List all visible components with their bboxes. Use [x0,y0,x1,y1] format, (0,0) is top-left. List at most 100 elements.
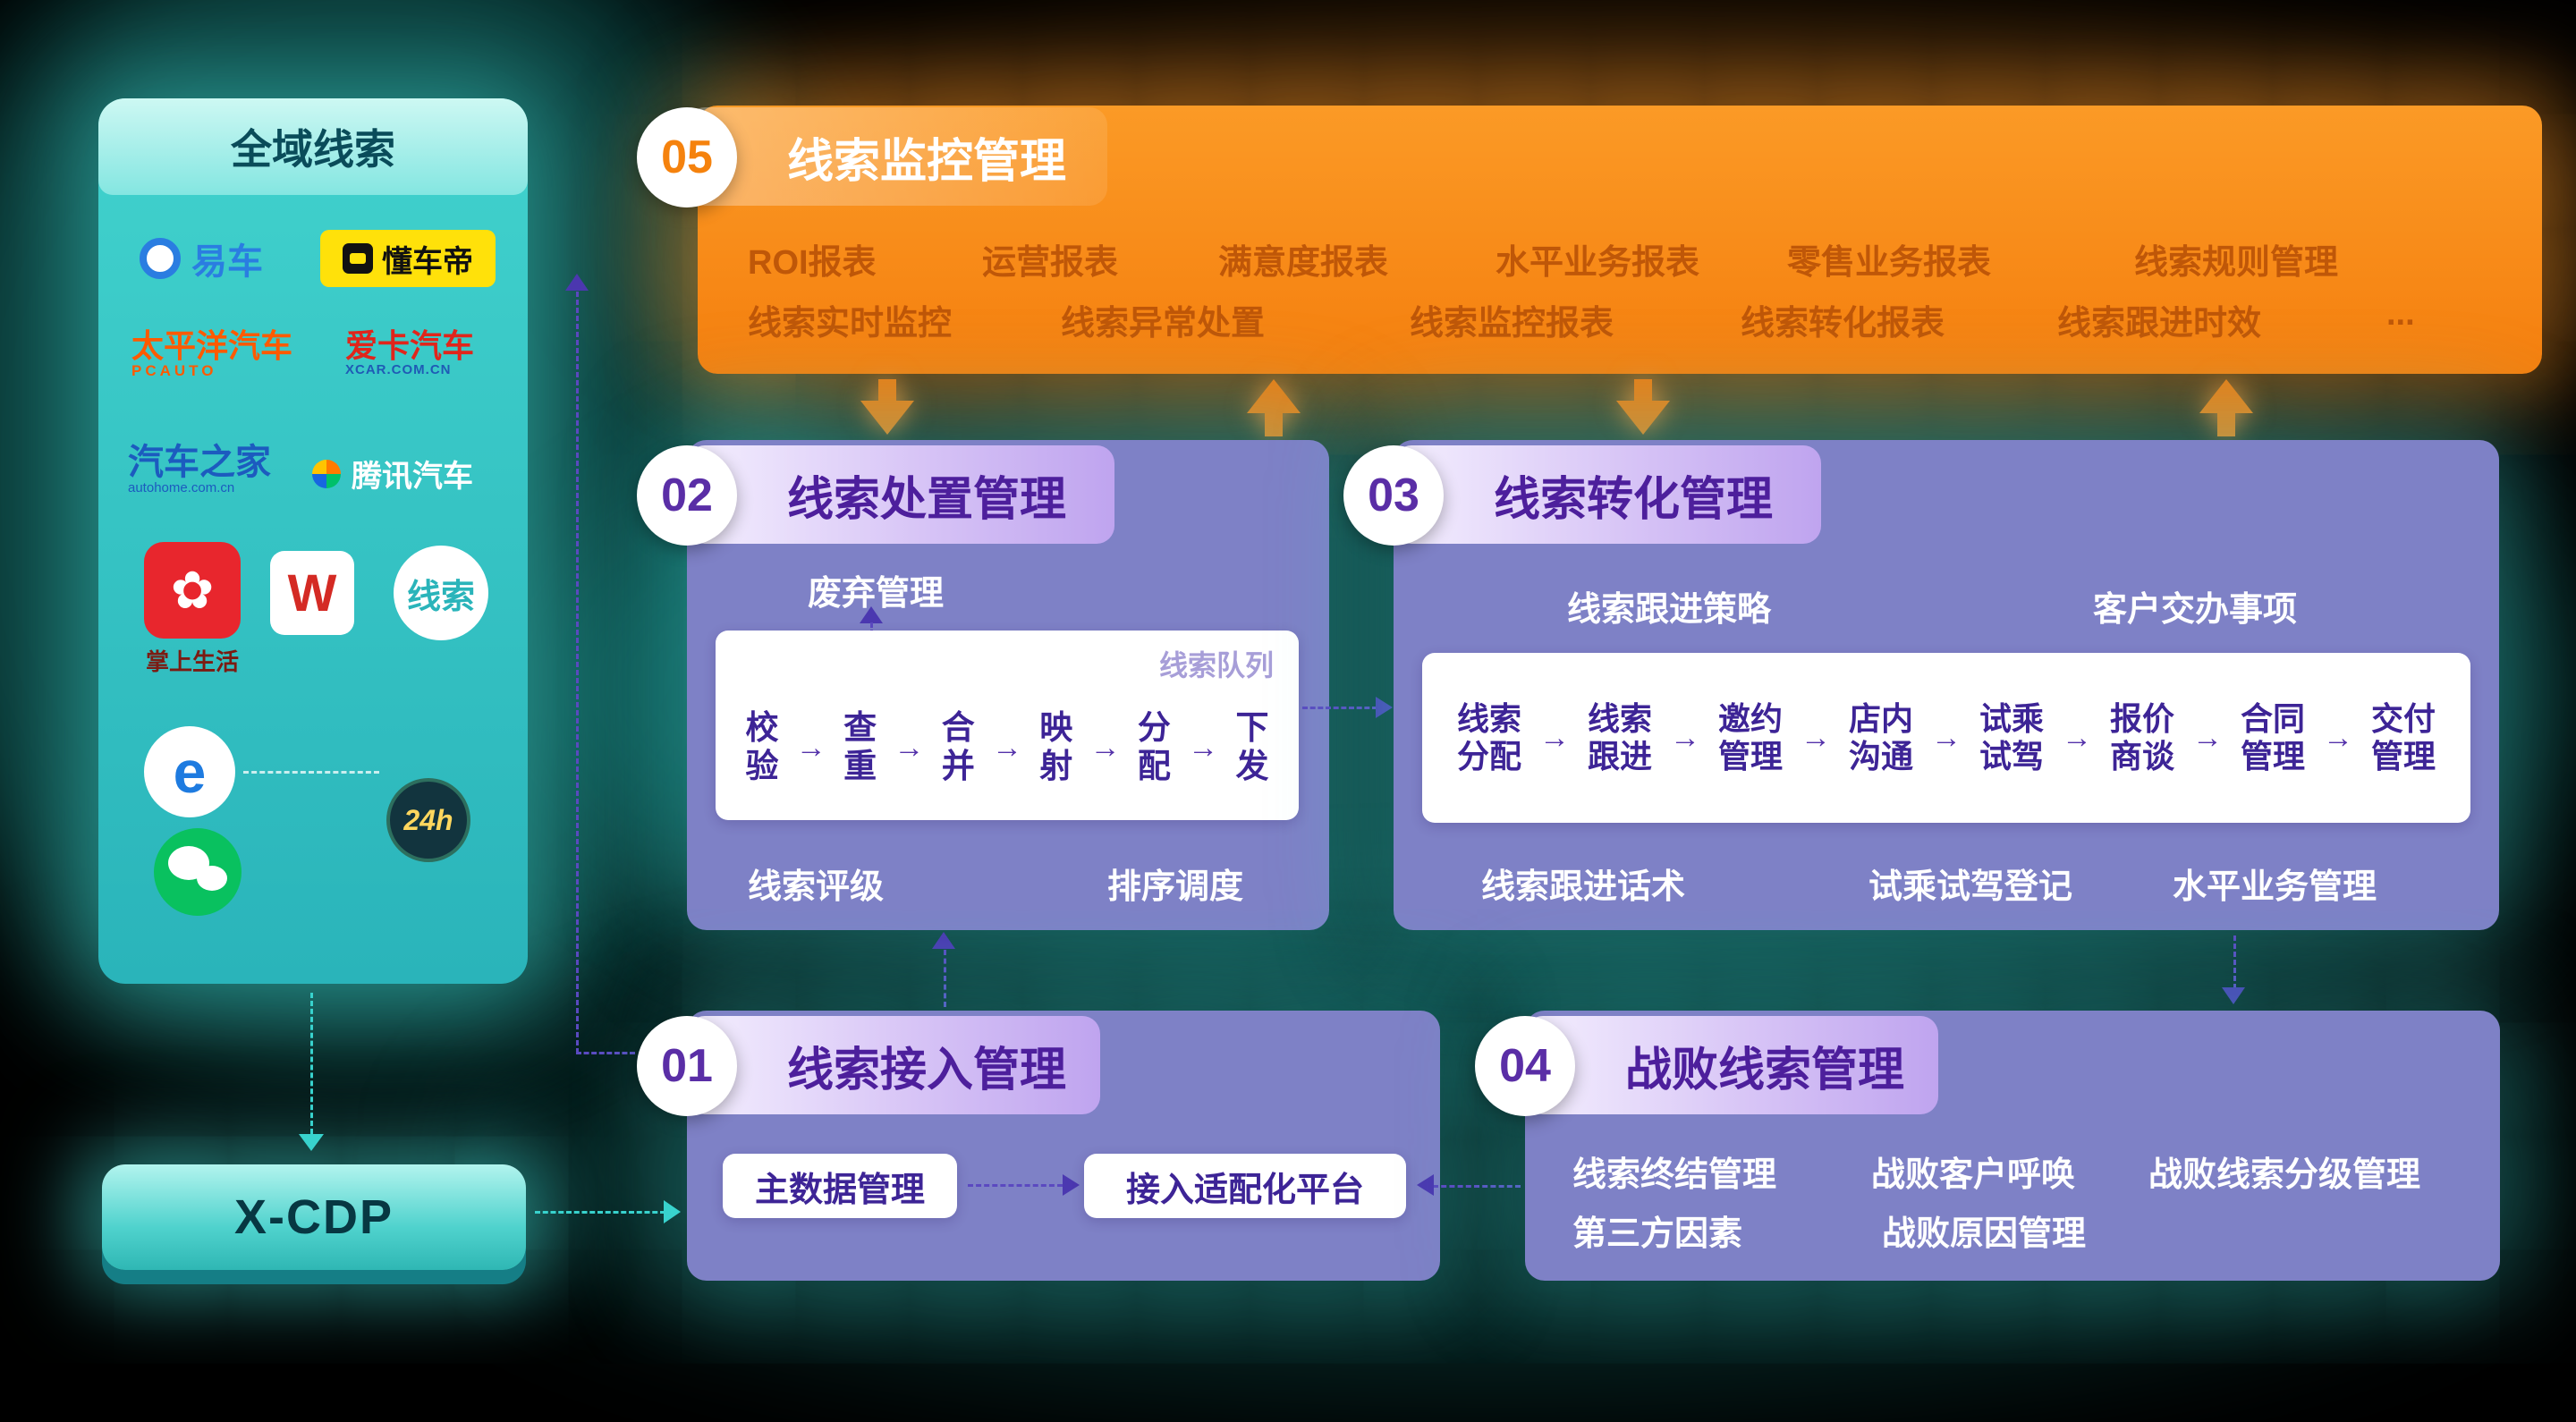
orange-arrow-down-icon [1616,379,1670,435]
flow-step: 线索跟进 [1587,700,1652,774]
flow-arrow-icon: → [991,730,1022,765]
b01-adapter-box: 接入适配化平台 [1084,1154,1406,1218]
w-app-icon: W [270,551,354,635]
logo-yiche: 易车 [140,233,263,284]
leads-badge-label: 线索 [406,578,475,616]
b05-item: 线索规则管理 [2134,244,2339,282]
connector-b03-b04 [2233,935,2236,989]
b03-flow-box: 线索分配 → 线索跟进 → 邀约管理 → 店内沟通 → 试乘试驾 → 报价商谈 … [1422,653,2470,823]
connector-b01-boxes [968,1184,1063,1187]
b01-number: 01 [661,1040,713,1092]
w-label: W [287,563,337,622]
yiche-label: 易车 [191,242,263,282]
xcar-sub-label: XCAR.COM.CN [345,361,452,377]
flow-arrow-icon: → [795,730,826,765]
connector-xcdp-b01 [535,1211,665,1214]
b01-title: 线索接入管理 [787,1044,1067,1096]
connector-b01-b05-stub [576,1052,635,1054]
arrowhead-right-icon [1376,697,1393,718]
b04-item: 第三方因素 [1572,1215,1743,1253]
flow-arrow-icon: → [1670,720,1700,755]
flow-arrow-icon: → [1089,730,1121,765]
zhangshang-label: 掌上生活 [145,648,239,675]
arrowhead-left-icon [1417,1174,1434,1196]
autohome-label: 汽车之家 [128,443,271,482]
b02-number-badge: 02 [637,445,737,546]
b03-title: 线索转化管理 [1494,473,1774,526]
b04-item: 战败客户呼唤 [1871,1156,2076,1194]
ie-browser-icon: e [144,726,235,817]
sidebar-connector [243,771,379,774]
b01-master-data-label: 主数据管理 [754,1171,925,1209]
xcar-label: 爱卡汽车 [345,327,475,364]
b03-bottom-label: 试乘试驾登记 [1868,868,2072,906]
b03-number: 03 [1368,470,1419,521]
b05-number-badge: 05 [637,107,737,207]
b03-number-badge: 03 [1343,445,1444,546]
arrowhead-right-icon [1063,1174,1080,1196]
logo-xcar: 爱卡汽车 XCAR.COM.CN [345,329,474,377]
b03-top-label: 线索跟进策略 [1566,591,1771,629]
hotline-24h-label: 24h [403,803,453,836]
tencent-auto-icon [312,459,341,488]
queue-step: 查重 [843,709,877,784]
flow-step: 合同管理 [2240,700,2305,774]
leads-badge: 线索 [394,546,488,640]
logo-pcauto: 太平洋汽车 PCAUTO [131,329,292,379]
b05-item: 水平业务报表 [1496,244,1700,282]
connector-b01-b05-vertical [576,292,579,1054]
b05-item: 运营报表 [982,244,1119,282]
b05-item: 线索异常处置 [1061,305,1266,343]
b02-queue-box: 线索队列 校验 → 查重 → 合并 → 映射 → 分配 → 下发 [716,631,1299,820]
b04-title-pill: 战败线索管理 [1525,1016,1938,1114]
b05-item: 线索实时监控 [748,305,953,343]
arrowhead-up-icon [860,606,883,623]
b03-top-label: 客户交办事项 [2092,591,2297,629]
b01-adapter-label: 接入适配化平台 [1125,1171,1364,1209]
orange-arrow-down-icon [860,379,914,435]
tencent-auto-label: 腾讯汽车 [352,460,473,494]
flow-arrow-icon: → [2323,720,2353,755]
b05-item: ROI报表 [748,244,877,282]
b04-item: 战败原因管理 [1882,1215,2087,1253]
b01-title-pill: 线索接入管理 [687,1016,1100,1114]
b03-bottom-label: 水平业务管理 [2172,868,2377,906]
b01-master-data-box: 主数据管理 [723,1154,957,1218]
sidebar-title: 全域线索 [98,98,528,195]
b05-item: 零售业务报表 [1787,244,1992,282]
logo-autohome: 汽车之家 autohome.com.cn [128,444,271,495]
b01-number-badge: 01 [637,1016,737,1116]
b03-flow-steps: 线索分配 → 线索跟进 → 邀约管理 → 店内沟通 → 试乘试驾 → 报价商谈 … [1454,653,2438,823]
connector-sidebar-xcdp [310,993,313,1134]
b05-number: 05 [661,131,713,183]
b02-number: 02 [661,470,713,521]
flow-step: 线索分配 [1456,700,1521,774]
b04-title: 战败线索管理 [1625,1044,1905,1096]
b02-queue-label: 线索队列 [1158,649,1274,681]
sidebar-omni-leads: 全域线索 易车 懂车帝 太平洋汽车 PCAUTO 爱卡汽车 XCAR.COM.C… [98,98,528,984]
b02-queue-steps: 校验 → 查重 → 合并 → 映射 → 分配 → 下发 [742,690,1272,806]
arrowhead-up-icon [932,932,955,949]
hotline-24h-icon: 24h [386,778,470,862]
yiche-icon [140,238,181,279]
b05-item: 线索跟进时效 [2057,305,2262,343]
xcdp-label: X-CDP [233,1190,394,1244]
flow-arrow-icon: → [1931,720,1962,755]
flow-step: 报价商谈 [2109,700,2174,774]
queue-step: 分配 [1137,709,1171,784]
b04-number: 04 [1499,1040,1551,1092]
flow-step: 店内沟通 [1848,700,1913,774]
queue-step: 下发 [1235,709,1269,784]
b05-item: ... [2386,295,2415,333]
pcauto-label: 太平洋汽车 [131,327,293,364]
logo-dongchedi: 懂车帝 [320,230,496,287]
autohome-sub-label: autohome.com.cn [128,480,235,495]
arrowhead-down-icon [299,1134,324,1151]
xcdp-button: X-CDP [102,1164,526,1270]
flow-step: 邀约管理 [1717,700,1783,774]
b02-title: 线索处置管理 [787,473,1067,526]
b02-title-pill: 线索处置管理 [687,445,1114,544]
flow-arrow-icon: → [1539,720,1570,755]
b05-item: 线索监控报表 [1410,305,1614,343]
